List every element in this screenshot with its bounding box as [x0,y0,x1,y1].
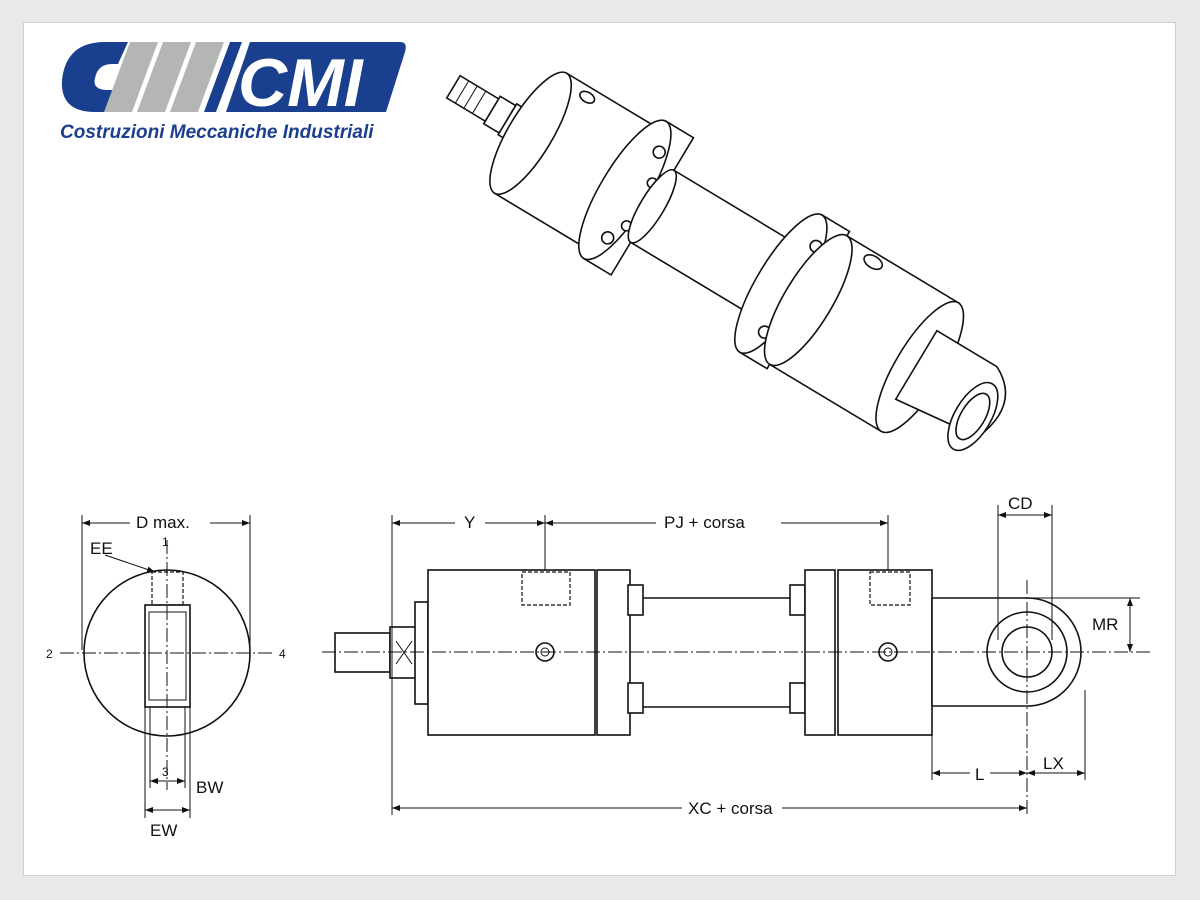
dim-xc: XC + corsa [688,799,773,818]
label-ee: EE [90,539,113,558]
side-view: D max. EE 1 2 3 4 BW EW [46,512,286,840]
dim-mr: MR [1092,615,1118,634]
cmi-logo: CMI Costruzioni Meccaniche Industriali [60,42,406,143]
axis-label-1: 1 [162,535,169,549]
axis-label-4: 4 [279,647,286,661]
axis-label-3: 3 [162,765,169,779]
dim-lx: LX [1043,754,1064,773]
dim-pj: PJ + corsa [664,513,745,532]
dim-y: Y [464,513,475,532]
cylinder-3d-illustration [445,71,1007,452]
axis-label-2: 2 [46,647,53,661]
dim-ew: EW [150,821,177,840]
dim-cd: CD [1008,494,1033,513]
dim-l: L [975,765,984,784]
logo-mark-text: CMI [238,45,365,121]
dim-d-max: D max. [136,513,190,532]
front-view: Y PJ + corsa CD MR L LX XC + corsa [322,494,1150,818]
dim-bw: BW [196,778,223,797]
logo-tagline: Costruzioni Meccaniche Industriali [60,122,374,143]
